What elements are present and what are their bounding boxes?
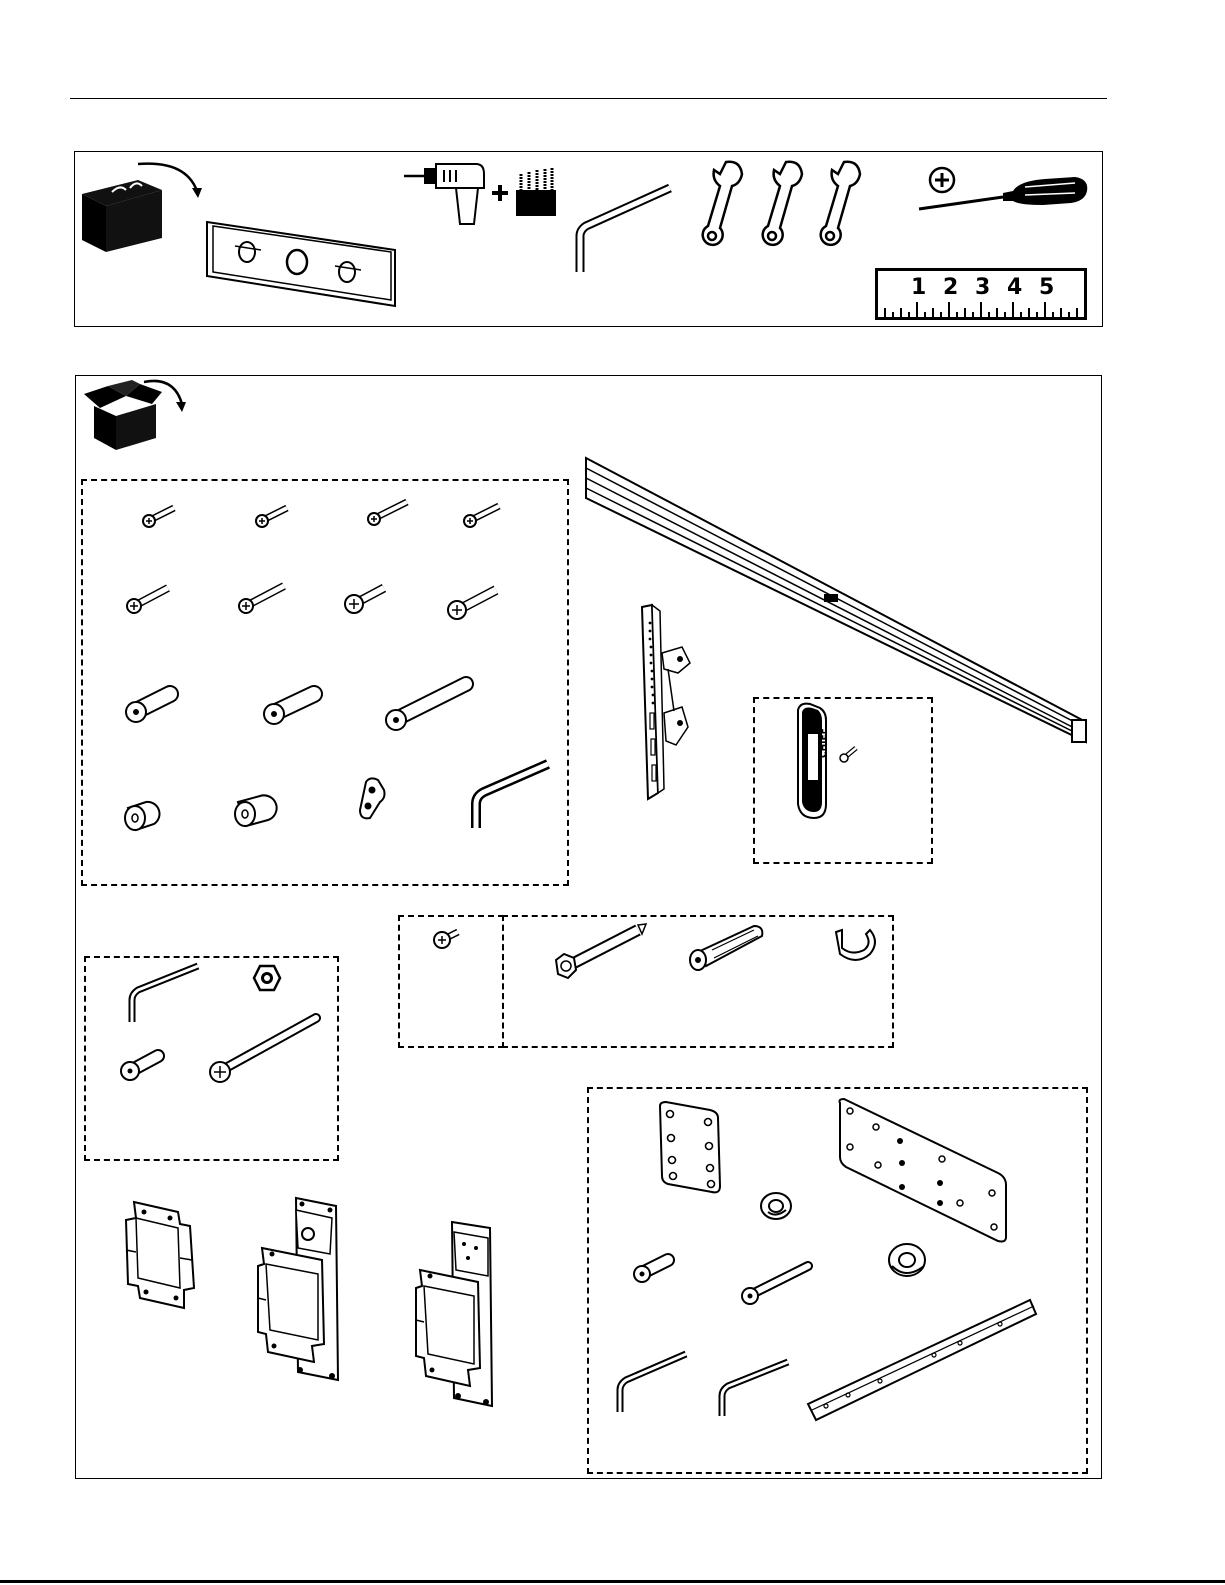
- screw-icon: [253, 500, 293, 530]
- hex-key-icon: [716, 1358, 792, 1420]
- mounting-strip-icon: [804, 1296, 1040, 1424]
- tilt-bracket-icon: [252, 1194, 352, 1390]
- open-box-icon: [82, 378, 192, 452]
- washer-icon: [886, 1240, 928, 1280]
- end-cap-icon: CHIEF: [792, 700, 832, 822]
- tilt-bracket-icon: [412, 1218, 504, 1414]
- screw-icon: [838, 742, 860, 764]
- washer-icon: [758, 1188, 794, 1224]
- interface-bracket-icon: [122, 1198, 208, 1312]
- screw-icon: [124, 580, 172, 616]
- adapter-plate-icon: [654, 1100, 724, 1196]
- countersunk-screw-icon: [738, 1258, 814, 1308]
- spacer-icon: [230, 792, 276, 832]
- header-rule: [70, 98, 1107, 99]
- footer-rule: [0, 1580, 1225, 1583]
- bolt-icon: [118, 1044, 166, 1082]
- drill-bits-icon: [515, 168, 557, 218]
- screw-icon: [140, 500, 180, 530]
- ruler-number: 4: [1007, 275, 1022, 300]
- drill-icon: [404, 160, 494, 230]
- ruler-number: 2: [943, 275, 958, 300]
- bolt-icon: [384, 674, 474, 734]
- plus-sign: [490, 183, 510, 203]
- spacer-icon: [120, 798, 162, 834]
- hex-key-icon: [470, 760, 552, 832]
- bolt-icon: [124, 682, 178, 724]
- hardware-group-cover: [753, 697, 933, 864]
- long-screw-icon: [206, 1010, 322, 1086]
- ruler-number: 5: [1039, 275, 1054, 300]
- adapter-plate-icon: [834, 1097, 1010, 1245]
- toolbox-icon: [78, 152, 208, 252]
- screw-icon: [365, 496, 411, 528]
- ruler-icon: 1 2 3 4 5: [875, 268, 1087, 320]
- screw-icon: [432, 924, 462, 950]
- open-end-wrench-icon: [700, 158, 880, 254]
- screw-icon: [236, 578, 288, 616]
- svg-text:CHIEF: CHIEF: [819, 728, 829, 758]
- vertical-bracket-icon: [638, 603, 698, 803]
- ruler-number: 1: [911, 275, 926, 300]
- hex-key-icon: [126, 962, 202, 1026]
- screw-icon: [444, 582, 500, 622]
- spring-clip-icon: [830, 926, 880, 962]
- bolt-icon: [630, 1250, 674, 1284]
- hex-key-icon: [574, 184, 674, 276]
- hex-nut-icon: [252, 963, 282, 993]
- bolt-icon: [262, 682, 322, 726]
- hex-key-icon: [614, 1350, 690, 1416]
- screw-icon: [461, 500, 503, 530]
- wall-anchor-icon: [684, 922, 768, 974]
- spirit-level-icon: [205, 220, 400, 310]
- cable-clip-icon: [354, 776, 388, 822]
- lag-bolt-icon: [548, 922, 648, 986]
- ruler-number: 3: [975, 275, 990, 300]
- screw-icon: [342, 580, 388, 616]
- phillips-screwdriver-icon: [915, 165, 1090, 225]
